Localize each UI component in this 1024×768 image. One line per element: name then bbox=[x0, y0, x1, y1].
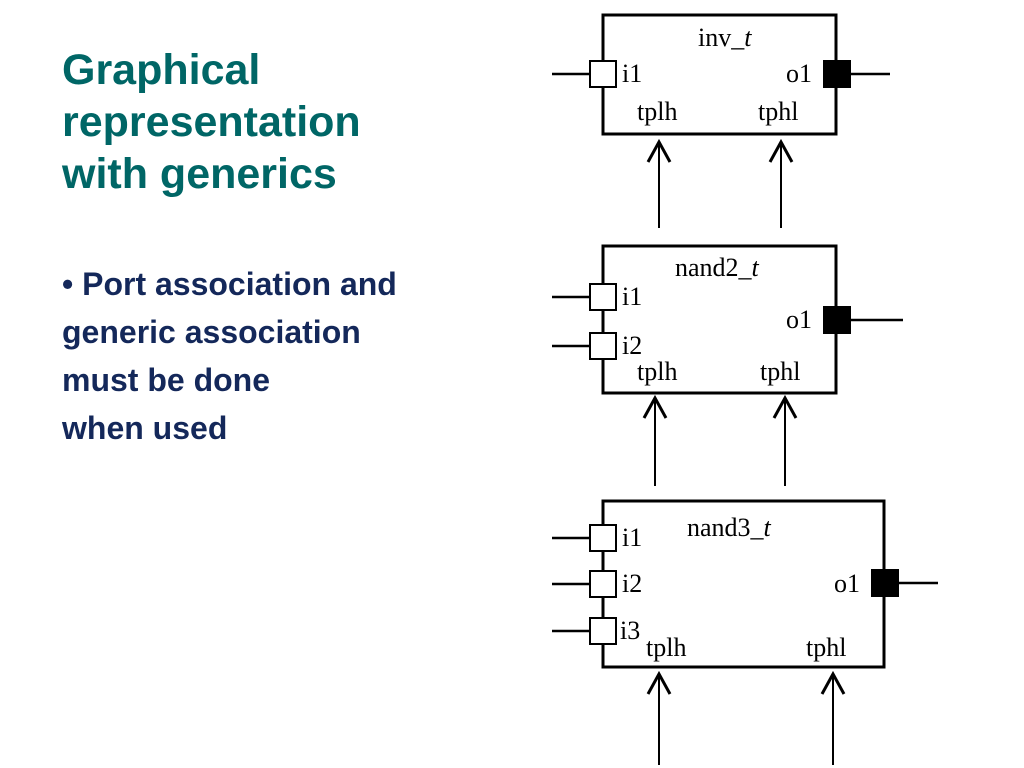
bullet-line-3: must be done bbox=[62, 362, 271, 398]
block-nand2-arrow-tphl bbox=[772, 394, 798, 486]
block-nand3-generic-tplh: tplh bbox=[646, 633, 686, 662]
block-nand2-output-port bbox=[823, 306, 851, 334]
bullet-line-2: generic association bbox=[62, 314, 361, 350]
title-line-3: with generics bbox=[62, 150, 337, 198]
block-nand3-arrow-tphl bbox=[820, 670, 846, 765]
block-inv-title: inv_t bbox=[698, 23, 752, 52]
bullet-line-1: • Port association and bbox=[62, 260, 502, 308]
block-inv-generic-tphl: tphl bbox=[758, 97, 798, 126]
block-nand3-input-port-2 bbox=[589, 570, 617, 598]
block-inv-arrow-tplh bbox=[646, 138, 672, 228]
block-nand3: nand3_t i1 i2 i3 o1 tplh tphl bbox=[552, 499, 938, 765]
block-inv-input-port-1 bbox=[589, 60, 617, 88]
bullet-line-4: when used bbox=[62, 410, 228, 446]
block-inv-generic-tplh: tplh bbox=[637, 97, 677, 126]
bullet-text: • Port association and generic associati… bbox=[62, 260, 502, 452]
block-nand3-input-port-3 bbox=[589, 617, 617, 645]
block-inv: inv_t i1 o1 tplh tphl bbox=[552, 13, 890, 228]
title-line-2: representation bbox=[62, 98, 361, 146]
block-nand2: nand2_t i1 i2 o1 tplh tphl bbox=[552, 244, 903, 486]
block-nand2-input-port-2 bbox=[589, 332, 617, 360]
block-inv-input-label-1: i1 bbox=[622, 59, 642, 88]
block-nand2-generic-tplh: tplh bbox=[637, 357, 677, 386]
block-nand3-output-label: o1 bbox=[834, 569, 860, 598]
block-nand2-input-label-1: i1 bbox=[622, 282, 642, 311]
block-inv-output-label: o1 bbox=[786, 59, 812, 88]
block-nand3-output-port bbox=[871, 569, 899, 597]
block-nand3-input-label-1: i1 bbox=[622, 523, 642, 552]
block-nand2-input-label-2: i2 bbox=[622, 331, 642, 360]
block-nand3-arrow-tplh bbox=[646, 670, 672, 765]
block-inv-output-port bbox=[823, 60, 851, 88]
block-nand2-box bbox=[601, 244, 838, 395]
block-nand2-input-port-1 bbox=[589, 283, 617, 311]
block-nand3-input-label-2: i2 bbox=[622, 569, 642, 598]
block-nand3-input-label-3: i3 bbox=[620, 616, 640, 645]
block-nand2-title: nand2_t bbox=[675, 253, 760, 282]
block-inv-arrow-tphl bbox=[768, 138, 794, 228]
title-line-1: Graphical bbox=[62, 46, 261, 94]
block-nand2-generic-tphl: tphl bbox=[760, 357, 800, 386]
slide-title: Graphical representation with generics bbox=[62, 44, 482, 200]
block-nand3-title: nand3_t bbox=[687, 513, 772, 542]
bullet-marker: • bbox=[62, 266, 74, 302]
block-nand2-arrow-tplh bbox=[642, 394, 668, 486]
block-nand3-box bbox=[601, 499, 886, 669]
block-nand2-output-label: o1 bbox=[786, 305, 812, 334]
block-nand3-input-port-1 bbox=[589, 524, 617, 552]
bullet-line-1-text: Port association and bbox=[82, 266, 397, 302]
block-nand3-generic-tphl: tphl bbox=[806, 633, 846, 662]
